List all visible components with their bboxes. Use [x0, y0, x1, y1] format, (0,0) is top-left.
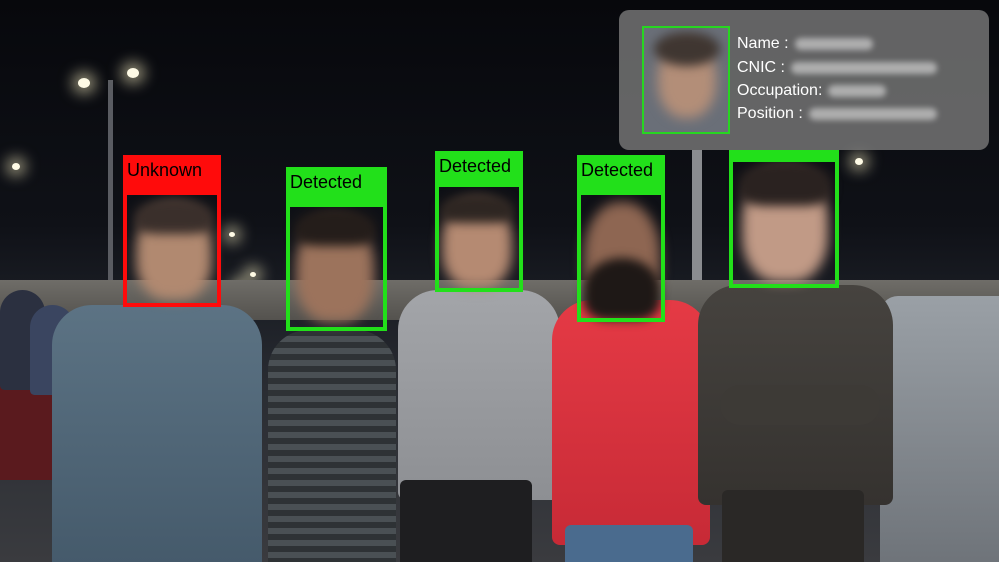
- person-hair: [440, 193, 514, 223]
- street-light: [78, 78, 90, 88]
- person-beard: [584, 258, 660, 320]
- person-hair: [738, 160, 832, 206]
- redacted-value: [808, 107, 937, 120]
- street-light: [250, 272, 256, 277]
- person-legs: [400, 480, 532, 562]
- info-key: Position :: [737, 105, 803, 122]
- detection-label: Detected: [286, 167, 387, 207]
- info-row-position: Position :: [737, 104, 937, 124]
- person-legs: [722, 490, 864, 562]
- parked-car: [880, 296, 999, 562]
- face-bounding-box[interactable]: [123, 191, 221, 307]
- person-hair: [134, 198, 214, 234]
- face-bounding-box[interactable]: [286, 203, 387, 331]
- person-torso: [52, 305, 262, 562]
- person-legs: [565, 525, 693, 562]
- info-row-cnic: CNIC :: [737, 58, 937, 78]
- identity-thumbnail: [642, 26, 730, 134]
- redacted-value: [828, 84, 887, 97]
- redacted-value: [794, 37, 873, 50]
- street-light-pole: [692, 150, 702, 310]
- thumbnail-hair: [654, 32, 720, 66]
- street-light: [127, 68, 139, 78]
- info-key: Name :: [737, 35, 789, 52]
- detection-label: Detected: [577, 155, 665, 195]
- street-light-pole: [108, 80, 113, 300]
- person-torso: [552, 300, 710, 545]
- person-torso: [398, 290, 560, 500]
- detection-label: Unknown: [123, 155, 221, 191]
- info-row-occupation: Occupation:: [737, 81, 887, 101]
- person-hair: [294, 208, 376, 246]
- face-bounding-box[interactable]: [729, 158, 839, 288]
- info-row-name: Name :: [737, 34, 873, 54]
- street-light: [12, 163, 20, 170]
- street-light: [855, 158, 863, 165]
- face-bounding-box[interactable]: [577, 191, 665, 322]
- info-key: Occupation:: [737, 82, 823, 99]
- folded-arms: [720, 385, 880, 425]
- person-torso: [268, 330, 396, 562]
- info-key: CNIC :: [737, 59, 785, 76]
- identity-info-panel: Name : CNIC : Occupation: Position :: [619, 10, 989, 150]
- face-bounding-box[interactable]: [435, 183, 523, 292]
- street-light: [229, 232, 235, 237]
- redacted-value: [791, 61, 937, 74]
- detection-label: Detected: [435, 151, 523, 187]
